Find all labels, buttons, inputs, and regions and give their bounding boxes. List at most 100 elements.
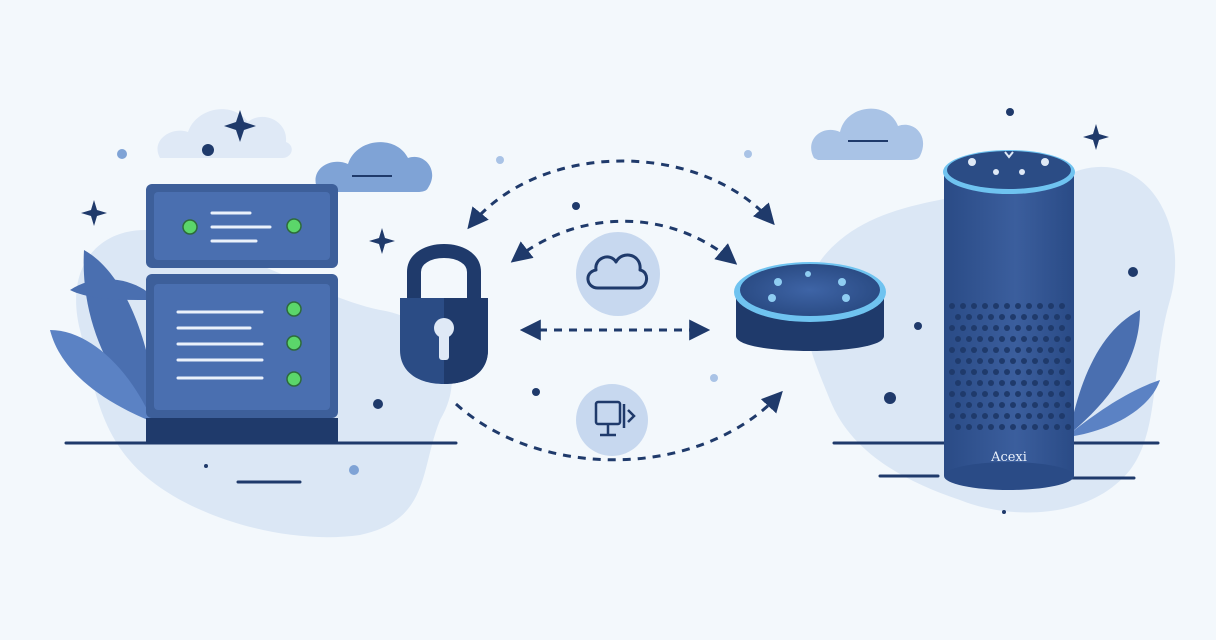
grille-hole [1010,402,1016,408]
grille-hole [982,325,988,331]
grille-hole [1065,380,1071,386]
cloud-left-blue [315,142,433,192]
status-led [182,219,198,235]
grille-hole [1065,358,1071,364]
grille-hole [1059,413,1065,419]
grille-hole [971,391,977,397]
grille-hole [1015,303,1021,309]
grille-hole [1054,358,1060,364]
grille-hole [1054,314,1060,320]
grille-hole [1004,347,1010,353]
grille-hole [982,413,988,419]
grille-hole [1032,358,1038,364]
grille-hole [1021,358,1027,364]
server-rack-icon [146,184,338,442]
grille-hole [1004,369,1010,375]
grille-hole [960,325,966,331]
grille-hole [1004,413,1010,419]
grille-hole [1048,303,1054,309]
grille-hole [988,424,994,430]
grille-hole [971,369,977,375]
grille-hole [1032,424,1038,430]
arrow-top-arc [467,159,775,230]
grille-hole [1026,413,1032,419]
status-led [286,218,302,234]
grille-hole [1037,413,1043,419]
grille-hole [955,336,961,342]
grille-hole [977,358,983,364]
cloud-right-blue [811,108,924,160]
grille-hole [999,358,1005,364]
status-led [286,335,302,351]
grille-hole [1037,391,1043,397]
grille-hole [960,303,966,309]
cloud-icon [576,232,660,316]
grille-hole [966,358,972,364]
grille-hole [1021,402,1027,408]
grille-hole [1043,402,1049,408]
grille-hole [1043,380,1049,386]
grille-hole [1048,325,1054,331]
speaker-grille [949,303,1071,430]
grille-hole [982,347,988,353]
dot-decor [117,108,1138,514]
grille-hole [977,336,983,342]
grille-hole [977,424,983,430]
grille-hole [1037,303,1043,309]
grille-hole [955,314,961,320]
grille-hole [1010,424,1016,430]
grille-hole [955,358,961,364]
grille-hole [999,402,1005,408]
grille-hole [999,314,1005,320]
grille-hole [966,380,972,386]
grille-hole [1010,380,1016,386]
grille-hole [999,336,1005,342]
grille-hole [971,347,977,353]
grille-hole [949,347,955,353]
grille-hole [1015,413,1021,419]
grille-hole [1065,336,1071,342]
grille-hole [1021,424,1027,430]
grille-hole [1032,314,1038,320]
grille-hole [1010,358,1016,364]
server-base [146,418,338,442]
grille-hole [1043,314,1049,320]
grille-hole [1065,424,1071,430]
grille-hole [1010,314,1016,320]
grille-hole [1054,402,1060,408]
grille-hole [971,303,977,309]
smart-speaker-tower-icon: Acexi [943,150,1075,490]
leaves-left [50,250,158,420]
grille-hole [955,424,961,430]
grille-hole [988,314,994,320]
grille-hole [1048,347,1054,353]
grille-hole [1037,325,1043,331]
grille-hole [993,303,999,309]
grille-hole [1065,402,1071,408]
grille-hole [1010,336,1016,342]
padlock-icon [400,244,488,384]
grille-hole [949,413,955,419]
grille-hole [982,303,988,309]
grille-hole [977,380,983,386]
grille-hole [1026,391,1032,397]
grille-hole [1021,336,1027,342]
grille-hole [1059,391,1065,397]
grille-hole [1048,369,1054,375]
grille-hole [966,336,972,342]
grille-hole [1021,380,1027,386]
grille-hole [1059,369,1065,375]
sparkle-decor [81,110,1109,254]
grille-hole [966,314,972,320]
grille-hole [1059,347,1065,353]
grille-hole [1037,369,1043,375]
grille-hole [1015,325,1021,331]
grille-hole [960,347,966,353]
grille-hole [1048,413,1054,419]
speaker-brand-label: Acexi [990,450,1027,465]
grille-hole [949,391,955,397]
grille-hole [960,413,966,419]
grille-hole [993,391,999,397]
device-sync-icon [576,384,648,456]
grille-hole [949,325,955,331]
